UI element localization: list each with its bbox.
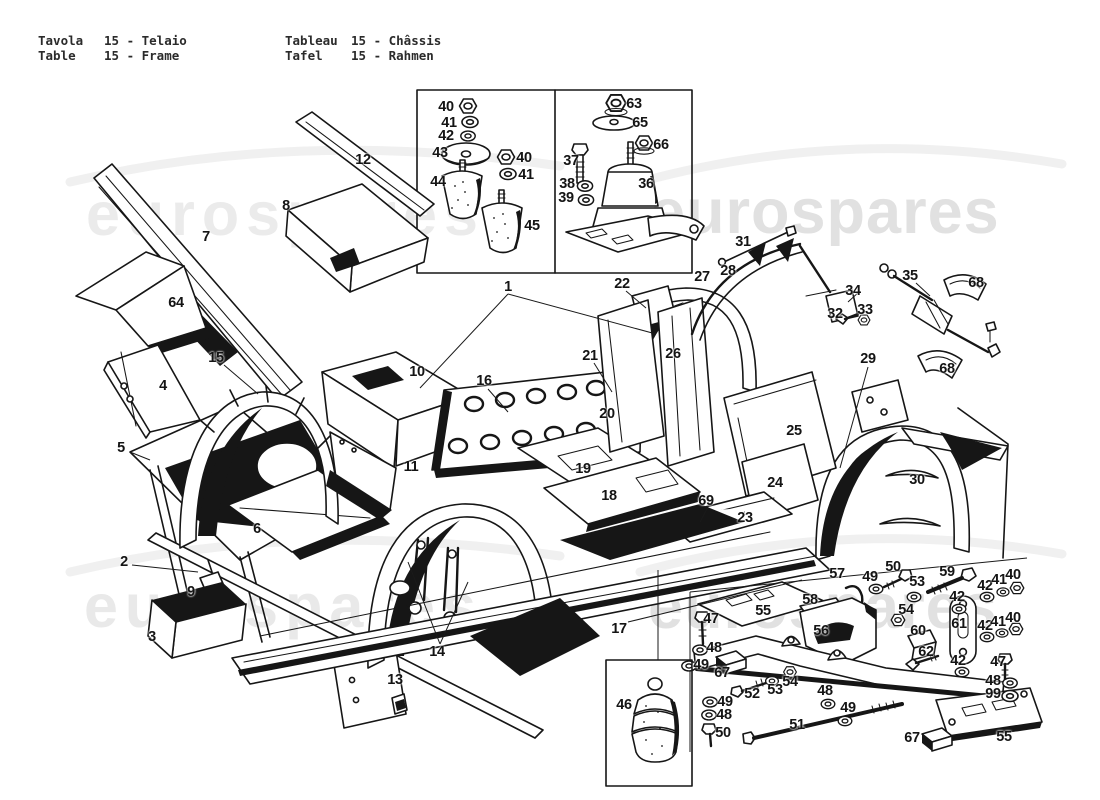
- nut-icon: [496, 149, 516, 165]
- plate-43: [441, 142, 491, 166]
- hoop-27-28: [690, 238, 832, 341]
- bolt-62-icon: [905, 653, 940, 671]
- washer-icon: [692, 644, 708, 656]
- sill-17: [231, 504, 831, 685]
- engine-mount-36: [565, 141, 705, 253]
- wheel-arch-30: [815, 407, 1009, 561]
- washer-icon: [954, 666, 970, 678]
- bolt-32-icon: [835, 312, 860, 325]
- washer-icon: [906, 591, 922, 603]
- plate-55-bottom: [935, 687, 1043, 742]
- bump-stop-46: [631, 677, 680, 763]
- bolt-52-icon: [730, 678, 768, 698]
- wheel-arch-15: [179, 385, 339, 549]
- panel-26: [657, 297, 715, 467]
- panel-64: [75, 251, 210, 356]
- tube-31: [717, 225, 797, 267]
- nut-icon: [1009, 581, 1025, 595]
- washer-icon: [702, 696, 718, 708]
- washer-icon: [979, 591, 995, 603]
- panel-8: [285, 183, 429, 293]
- nut-icon: [458, 98, 478, 114]
- washer-icon: [996, 587, 1010, 597]
- washer-icon: [577, 194, 595, 206]
- nut-icon: [783, 666, 797, 678]
- angle-60: [907, 629, 937, 661]
- inset-box-mounts: [416, 89, 705, 274]
- washer-icon: [868, 583, 884, 595]
- bolt-50a-icon: [882, 569, 913, 590]
- bolt-59-icon: [926, 567, 977, 595]
- bump-stop-45: [481, 189, 523, 254]
- bolt-51-icon: [742, 700, 904, 745]
- washer-icon: [499, 167, 517, 181]
- washer-icon: [820, 698, 836, 710]
- bump-stop-44: [441, 159, 483, 220]
- washer-icon: [979, 631, 995, 643]
- inset-box-46: [605, 570, 693, 787]
- bolt-37-icon: [571, 143, 589, 184]
- washer-icon: [701, 709, 717, 721]
- washer-icon: [995, 628, 1009, 638]
- strip-12: [295, 111, 435, 217]
- bracket-34: [805, 289, 859, 323]
- washer-icon: [576, 180, 594, 192]
- bracket-4: [103, 344, 201, 439]
- rubber-block-67a: [715, 650, 747, 675]
- washer-icon: [764, 675, 780, 687]
- beam-18: [543, 457, 701, 532]
- washer-icon: [837, 715, 853, 727]
- bracket-29: [851, 379, 909, 433]
- steering-column-35: [879, 263, 1001, 379]
- rubber-block-67b: [921, 727, 953, 752]
- washer-icon: [461, 115, 479, 129]
- wedge-3: [147, 582, 247, 659]
- nut-33-icon: [857, 314, 871, 326]
- washer-icon: [681, 660, 697, 672]
- cluster-border: [689, 557, 1028, 752]
- washer-icon: [1001, 689, 1019, 703]
- washer-icon: [1002, 677, 1018, 689]
- nut-icon: [890, 613, 906, 627]
- washer-icon: [951, 603, 967, 615]
- nut-icon: [604, 94, 628, 117]
- washer-plate-65: [592, 115, 636, 131]
- watermark-text: eurospares: [650, 177, 1000, 247]
- leader-lines: [129, 282, 931, 645]
- bracket-56: [799, 597, 877, 665]
- washer-icon: [460, 130, 476, 142]
- nut-icon: [633, 135, 655, 155]
- bolt-50b-icon: [701, 723, 717, 748]
- console-10-11: [321, 351, 471, 520]
- panel-20: [597, 299, 665, 453]
- bolt-47b-icon: [694, 611, 710, 646]
- nut-icon: [1008, 622, 1024, 636]
